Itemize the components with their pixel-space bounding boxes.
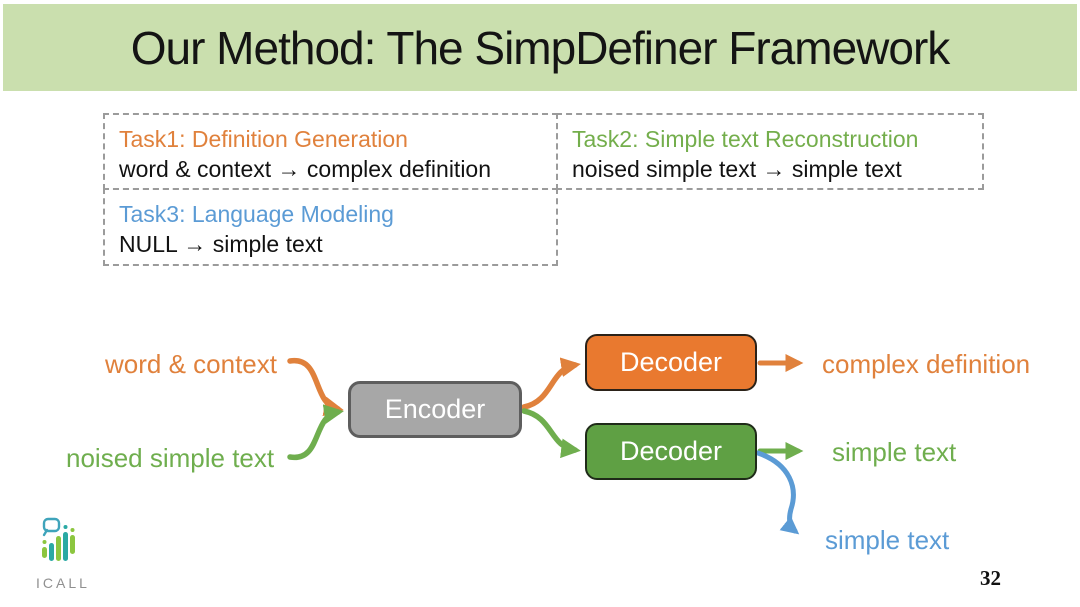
slide-title: Our Method: The SimpDefiner Framework <box>130 21 951 74</box>
input-label-word-context: word & context <box>105 349 277 379</box>
icall-logo-text: ICALL <box>36 575 90 591</box>
decoder-node-definition: Decoder <box>585 334 757 391</box>
task3-title: Task3: Language Modeling <box>119 201 394 227</box>
arrow-noised-simple-to-encoder <box>287 404 344 460</box>
task1-box: Task1: Definition Generation word & cont… <box>103 113 558 190</box>
task1-title: Task1: Definition Generation <box>119 126 408 152</box>
decoder-orange-label: Decoder <box>619 347 723 377</box>
output-label-simple-text: simple text <box>832 437 957 467</box>
arrow-word-context-to-encoder <box>287 358 344 417</box>
task3-mapping: NULL → simple text <box>119 231 323 257</box>
encoder-node: Encoder <box>348 381 522 438</box>
decoder-green-label: Decoder <box>619 436 723 466</box>
task2-mapping: noised simple text → simple text <box>572 156 902 182</box>
task3-box: Task3: Language Modeling NULL → simple t… <box>103 188 558 266</box>
input-label-noised-simple-text: noised simple text <box>66 443 275 473</box>
task2-box: Task2: Simple text Reconstruction noised… <box>556 113 984 190</box>
task1-mapping: word & context → complex definition <box>119 156 492 182</box>
page-number: 32 <box>980 566 1001 590</box>
title-banner: Our Method: The SimpDefiner Framework <box>3 4 1077 91</box>
encoder-label: Encoder <box>384 394 486 424</box>
output-label-simple-text-lm: simple text <box>825 525 950 555</box>
decoder-node-simplification: Decoder <box>585 423 757 480</box>
arrow-encoder-to-decoder-green <box>521 408 581 459</box>
arrow-encoder-to-decoder-orange <box>521 357 581 410</box>
arrow-decoder-to-simple-text-blue <box>755 450 800 535</box>
task2-title: Task2: Simple text Reconstruction <box>572 126 919 152</box>
icall-logo-icon <box>42 517 75 561</box>
icall-logo: ICALL <box>28 516 98 591</box>
output-label-complex-definition: complex definition <box>822 349 1031 379</box>
